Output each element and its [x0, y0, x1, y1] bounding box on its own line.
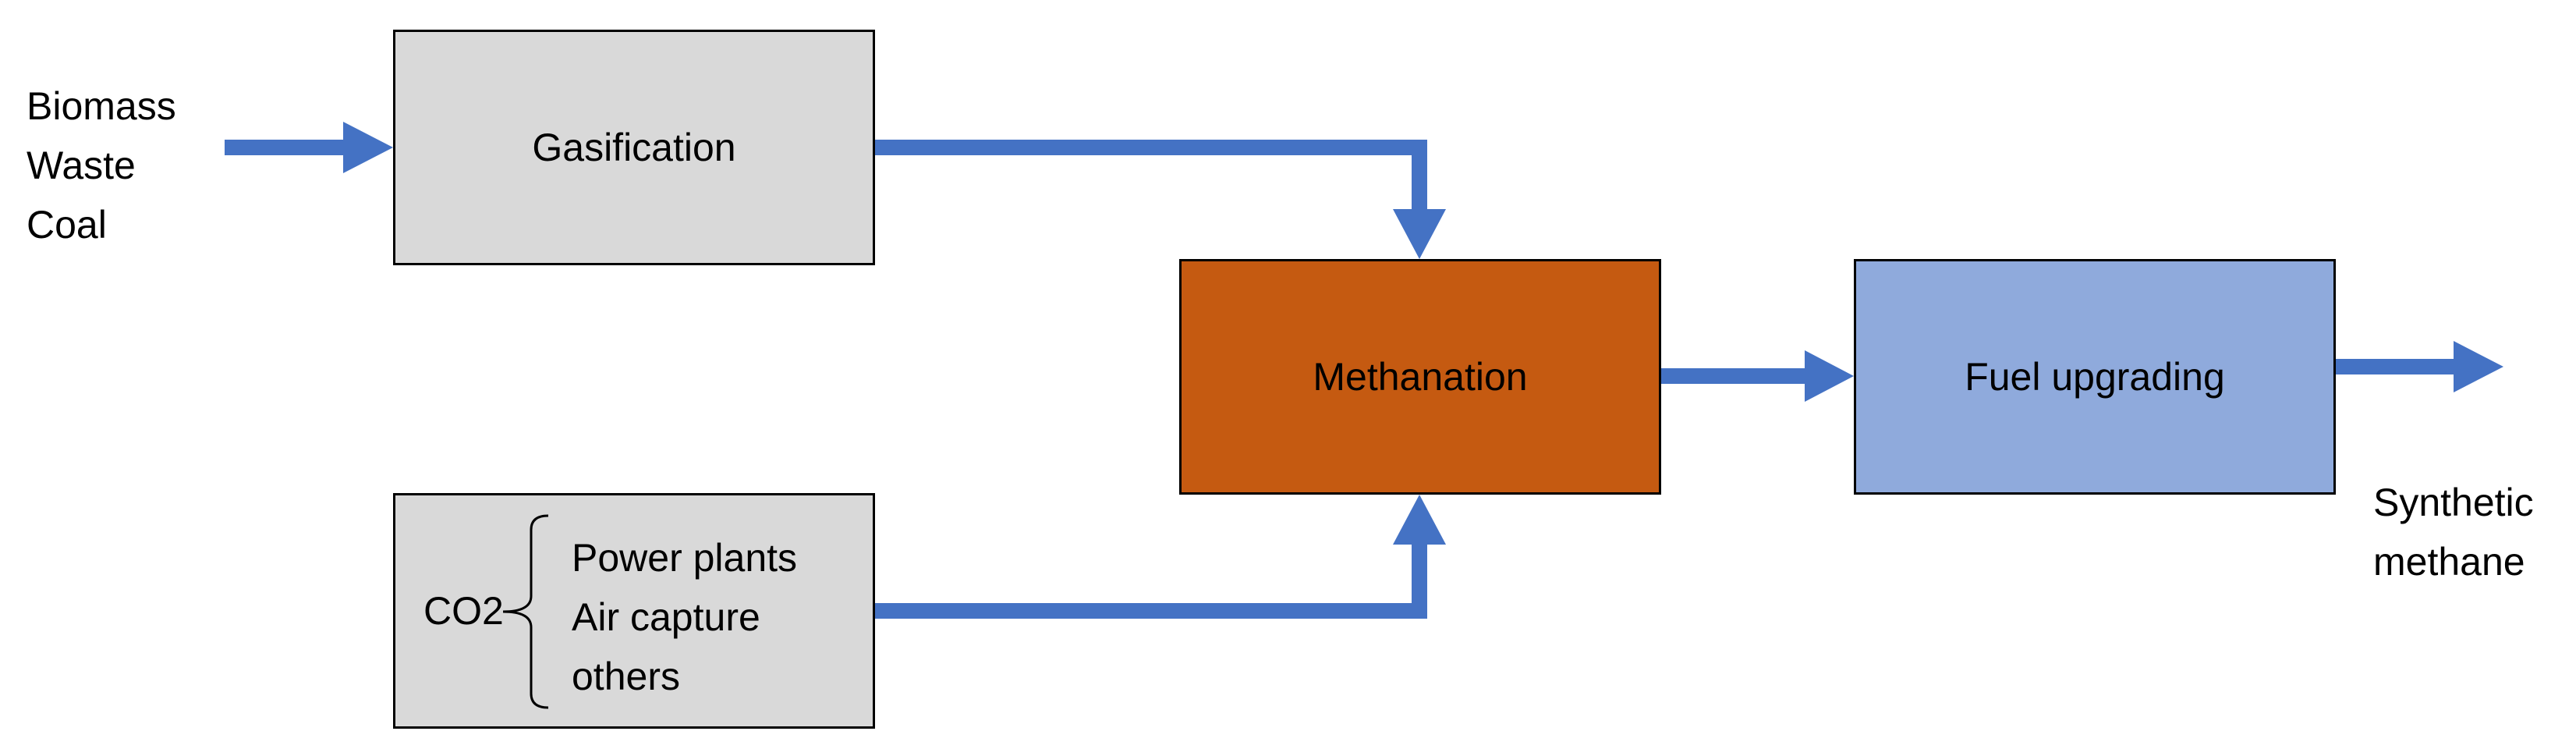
co2-label: CO2 [423, 589, 504, 633]
fuel-upgrading-box: Fuel upgrading [1854, 259, 2336, 495]
input-waste: Waste [27, 144, 136, 187]
feedstock-inputs: Biomass Waste Coal [27, 76, 176, 254]
co2-source-air-capture: Air capture [572, 595, 760, 639]
arrow-gasification-to-methanation [875, 140, 1446, 259]
arrow-co2-to-methanation [875, 495, 1446, 619]
methanation-label: Methanation [1313, 355, 1528, 399]
product-output: Synthetic methane [2373, 473, 2534, 591]
co2-sources-box: CO2 Power plants Air capture others [393, 493, 875, 729]
gasification-box: Gasification [393, 30, 875, 265]
input-coal: Coal [27, 203, 107, 247]
fuel-upgrading-label: Fuel upgrading [1965, 355, 2225, 399]
output-line-2: methane [2373, 540, 2525, 584]
gasification-label: Gasification [532, 126, 736, 169]
methanation-box: Methanation [1179, 259, 1661, 495]
input-biomass: Biomass [27, 84, 176, 128]
co2-source-others: others [572, 655, 680, 698]
arrow-inputs-to-gasification [225, 122, 393, 173]
co2-source-power-plants: Power plants [572, 536, 798, 580]
output-line-1: Synthetic [2373, 481, 2534, 524]
arrow-methanation-to-fuel-upgrading [1661, 350, 1854, 402]
co2-source-list: Power plants Air capture others [572, 528, 797, 706]
arrow-fuel-upgrading-to-output [2336, 341, 2503, 392]
curly-brace-icon [502, 514, 549, 709]
